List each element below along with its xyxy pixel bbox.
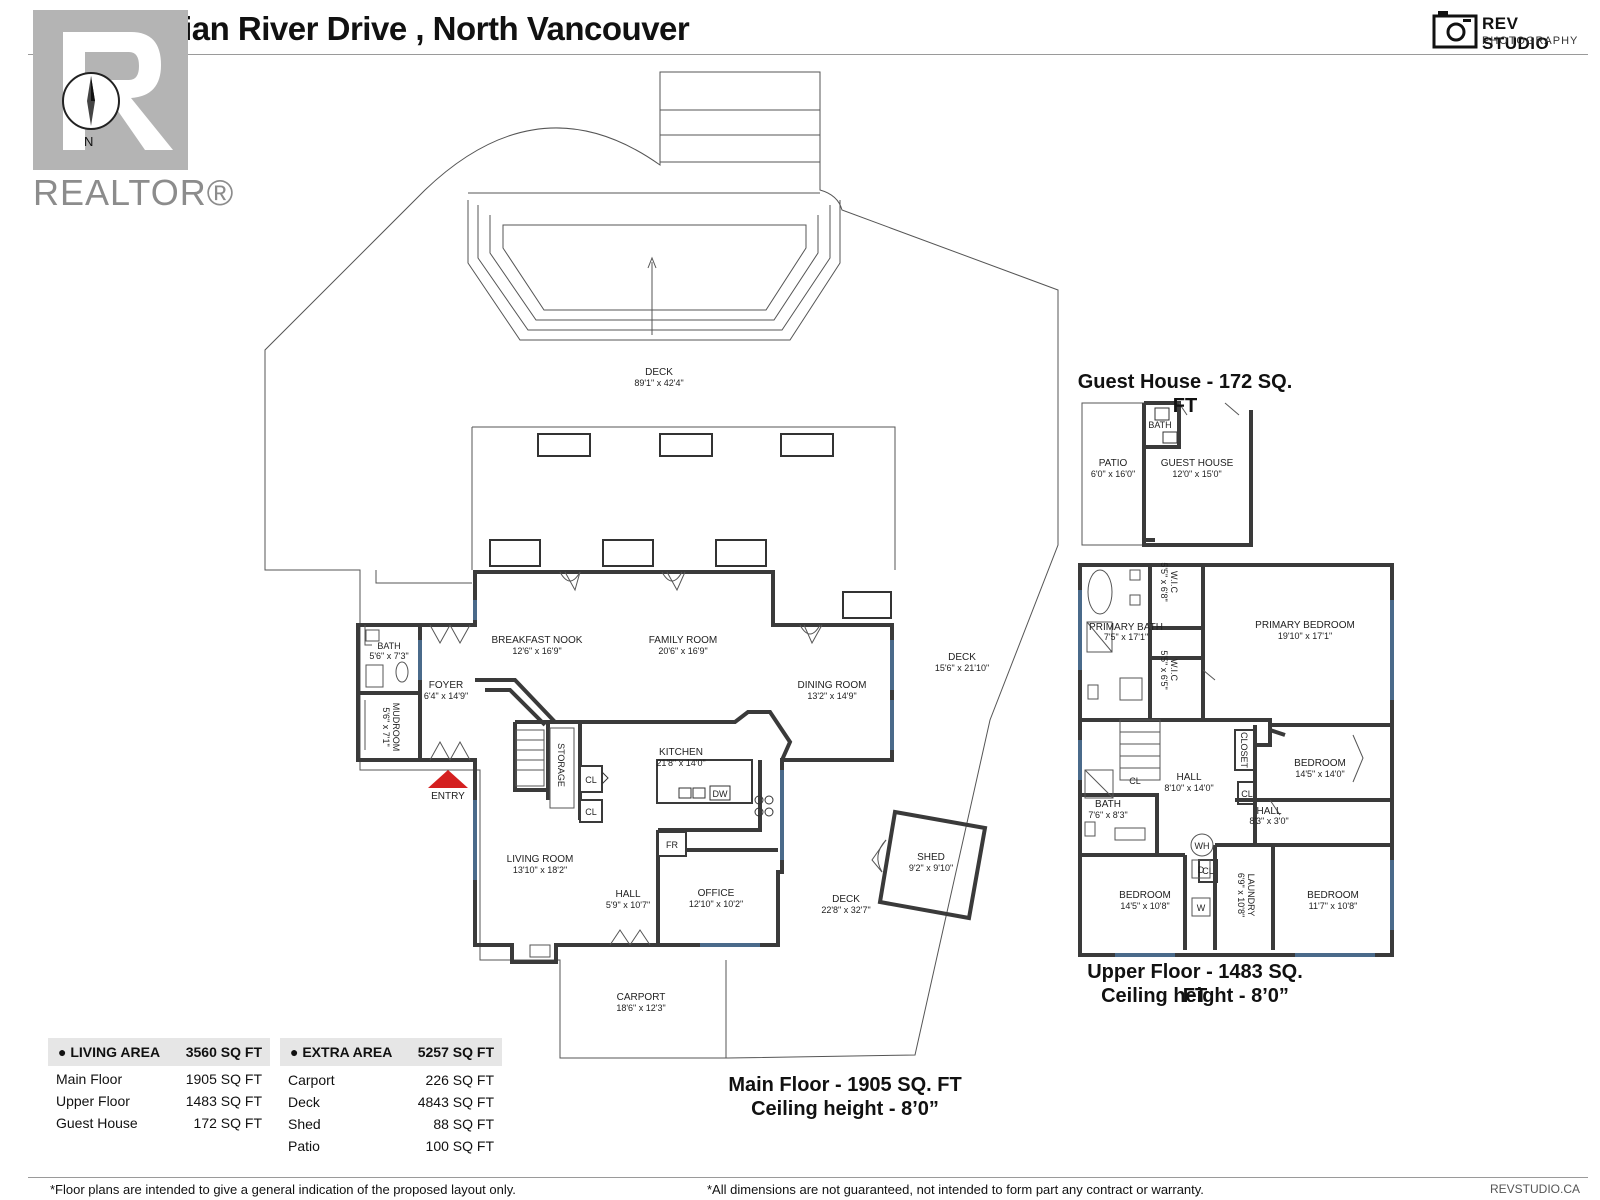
- room-dims: 5'6" x 7'3": [369, 651, 408, 661]
- room-dims: 5'5" x 6'8": [1159, 562, 1169, 601]
- room-dims: 18'6" x 12'3": [616, 1003, 665, 1013]
- room-dims: 12'10" x 10'2": [689, 899, 743, 909]
- extra-area-label: ● EXTRA AREA: [290, 1044, 393, 1060]
- fridge-label: FR: [666, 840, 678, 850]
- room-label: DECK: [948, 652, 976, 663]
- entry-label: ENTRY: [431, 791, 465, 802]
- room-label: KITCHEN: [659, 747, 703, 758]
- room-label: PRIMARY BEDROOM: [1255, 620, 1355, 631]
- room-dims: 19'10" x 17'1": [1278, 631, 1332, 641]
- room-dims: 8'10" x 14'0": [1164, 783, 1213, 793]
- entry-arrow-icon: [428, 770, 468, 788]
- room-label: FAMILY ROOM: [649, 635, 718, 646]
- realtor-watermark: REALTOR®: [33, 172, 235, 213]
- room-label: BEDROOM: [1307, 890, 1359, 901]
- room-dims: 8'3" x 3'0": [1249, 816, 1288, 826]
- living-area-total: 3560 SQ FT: [185, 1044, 262, 1060]
- room-dims: 89'1" x 42'4": [634, 378, 683, 388]
- room-dims: 9'2" x 9'10": [909, 863, 953, 873]
- room-dims: 14'5" x 10'8": [1120, 901, 1169, 911]
- footer-disclaimer-center: *All dimensions are not guaranteed, not …: [707, 1182, 1204, 1197]
- room-dims: 11'7" x 10'8": [1309, 901, 1358, 911]
- closet-label: CL: [1129, 776, 1141, 786]
- room-label: BEDROOM: [1294, 758, 1346, 769]
- upper-floor-ceiling: Ceiling height - 8’0”: [1101, 985, 1289, 1007]
- guest-house-plan: BATH PATIO 6'0" x 16'0" GUEST HOUSE 12'0…: [1081, 401, 1253, 547]
- room-label: BATH: [1148, 420, 1171, 430]
- room-dims: 21'8" x 14'0": [656, 758, 705, 768]
- room-dims: 5'9" x 10'7": [606, 900, 650, 910]
- room-label: BEDROOM: [1119, 890, 1171, 901]
- room-dims: 12'6" x 16'9": [512, 646, 561, 656]
- dryer-label: D: [1198, 865, 1205, 875]
- room-label: DECK: [832, 894, 860, 905]
- room-label: SHED: [917, 852, 945, 863]
- room-dims: 6'4" x 14'9": [424, 691, 468, 701]
- room-label: OFFICE: [698, 888, 735, 899]
- footer-website: REVSTUDIO.CA: [1490, 1182, 1581, 1196]
- water-heater-label: WH: [1195, 841, 1210, 851]
- guest-house-title: Guest House - 172 SQ. FT: [1077, 371, 1293, 417]
- closet-label: CL: [585, 807, 597, 817]
- room-label: HALL: [1256, 806, 1281, 817]
- room-label: HALL: [615, 889, 640, 900]
- closet-label: CL: [1202, 866, 1214, 876]
- room-label: CARPORT: [617, 992, 666, 1003]
- room-label: PATIO: [1099, 458, 1128, 469]
- room-dims: 14'5" x 14'0": [1295, 769, 1344, 779]
- extra-area-total: 5257 SQ FT: [417, 1044, 494, 1060]
- dishwasher-label: DW: [713, 789, 728, 799]
- room-label: FOYER: [429, 680, 463, 691]
- washer-label: W: [1197, 903, 1206, 913]
- closet-label: CLOSET: [1239, 732, 1249, 769]
- deck-outline: [264, 71, 1059, 1059]
- main-floor-ceiling: Ceiling height - 8’0”: [751, 1098, 939, 1120]
- room-dims: 20'6" x 16'9": [658, 646, 707, 656]
- room-dims: 13'10" x 18'2": [513, 865, 567, 875]
- brand-name: REV STUDIO: [1482, 14, 1550, 53]
- upper-floor-title: Upper Floor - 1483 SQ. FT: [1087, 961, 1303, 1007]
- footer-disclaimer-left: *Floor plans are intended to give a gene…: [50, 1182, 516, 1197]
- room-label: DECK: [645, 367, 673, 378]
- room-dims: 5'6" x 7'1": [381, 707, 391, 746]
- room-dims: 5'5" x 6'5": [1159, 650, 1169, 689]
- room-dims: 7'5" x 17'1": [1104, 632, 1148, 642]
- closet-label: CL: [1241, 789, 1253, 799]
- room-dims: 6'9" x 10'8": [1236, 873, 1246, 917]
- header-divider: [28, 54, 1588, 55]
- brand-subtitle: PHOTOGRAPHY: [1482, 35, 1579, 47]
- room-dims: 7'6" x 8'3": [1088, 810, 1127, 820]
- room-label: BATH: [1095, 799, 1121, 810]
- room-label: GUEST HOUSE: [1161, 458, 1234, 469]
- living-area-header: ● LIVING AREA 3560 SQ FT: [48, 1038, 270, 1066]
- room-label: BREAKFAST NOOK: [492, 635, 583, 646]
- main-floor-title: Main Floor - 1905 SQ. FT: [728, 1074, 962, 1096]
- room-dims: 6'0" x 16'0": [1091, 469, 1135, 479]
- room-label: W.I.C: [1169, 659, 1179, 681]
- room-label: BATH: [377, 641, 400, 651]
- room-label: DINING ROOM: [798, 680, 867, 691]
- room-dims: 13'2" x 14'9": [807, 691, 856, 701]
- storage-label: STORAGE: [556, 743, 566, 787]
- room-label: MUDROOM: [391, 703, 401, 752]
- room-label: PRIMARY BATH: [1089, 622, 1163, 633]
- room-label: W.I.C: [1169, 571, 1179, 593]
- compass-label: N: [84, 134, 94, 149]
- footer-divider: [28, 1177, 1588, 1178]
- camera-icon: [1432, 11, 1478, 49]
- room-dims: 15'6" x 21'10": [935, 663, 989, 673]
- extra-area-header: ● EXTRA AREA 5257 SQ FT: [280, 1038, 502, 1066]
- upper-floor-plan: W.I.C 5'5" x 6'8" PRIMARY BEDROOM 19'10"…: [1078, 562, 1394, 957]
- room-label: HALL: [1176, 772, 1201, 783]
- living-area-label: ● LIVING AREA: [58, 1044, 161, 1060]
- brand-logo: REV STUDIO PHOTOGRAPHY: [1432, 10, 1582, 53]
- closet-label: CL: [585, 775, 597, 785]
- room-label: LAUNDRY: [1246, 874, 1256, 917]
- room-dims: 22'8" x 32'7": [821, 905, 870, 915]
- compass-icon: [62, 72, 120, 130]
- room-dims: 12'0" x 15'0": [1172, 469, 1221, 479]
- room-label: LIVING ROOM: [507, 854, 574, 865]
